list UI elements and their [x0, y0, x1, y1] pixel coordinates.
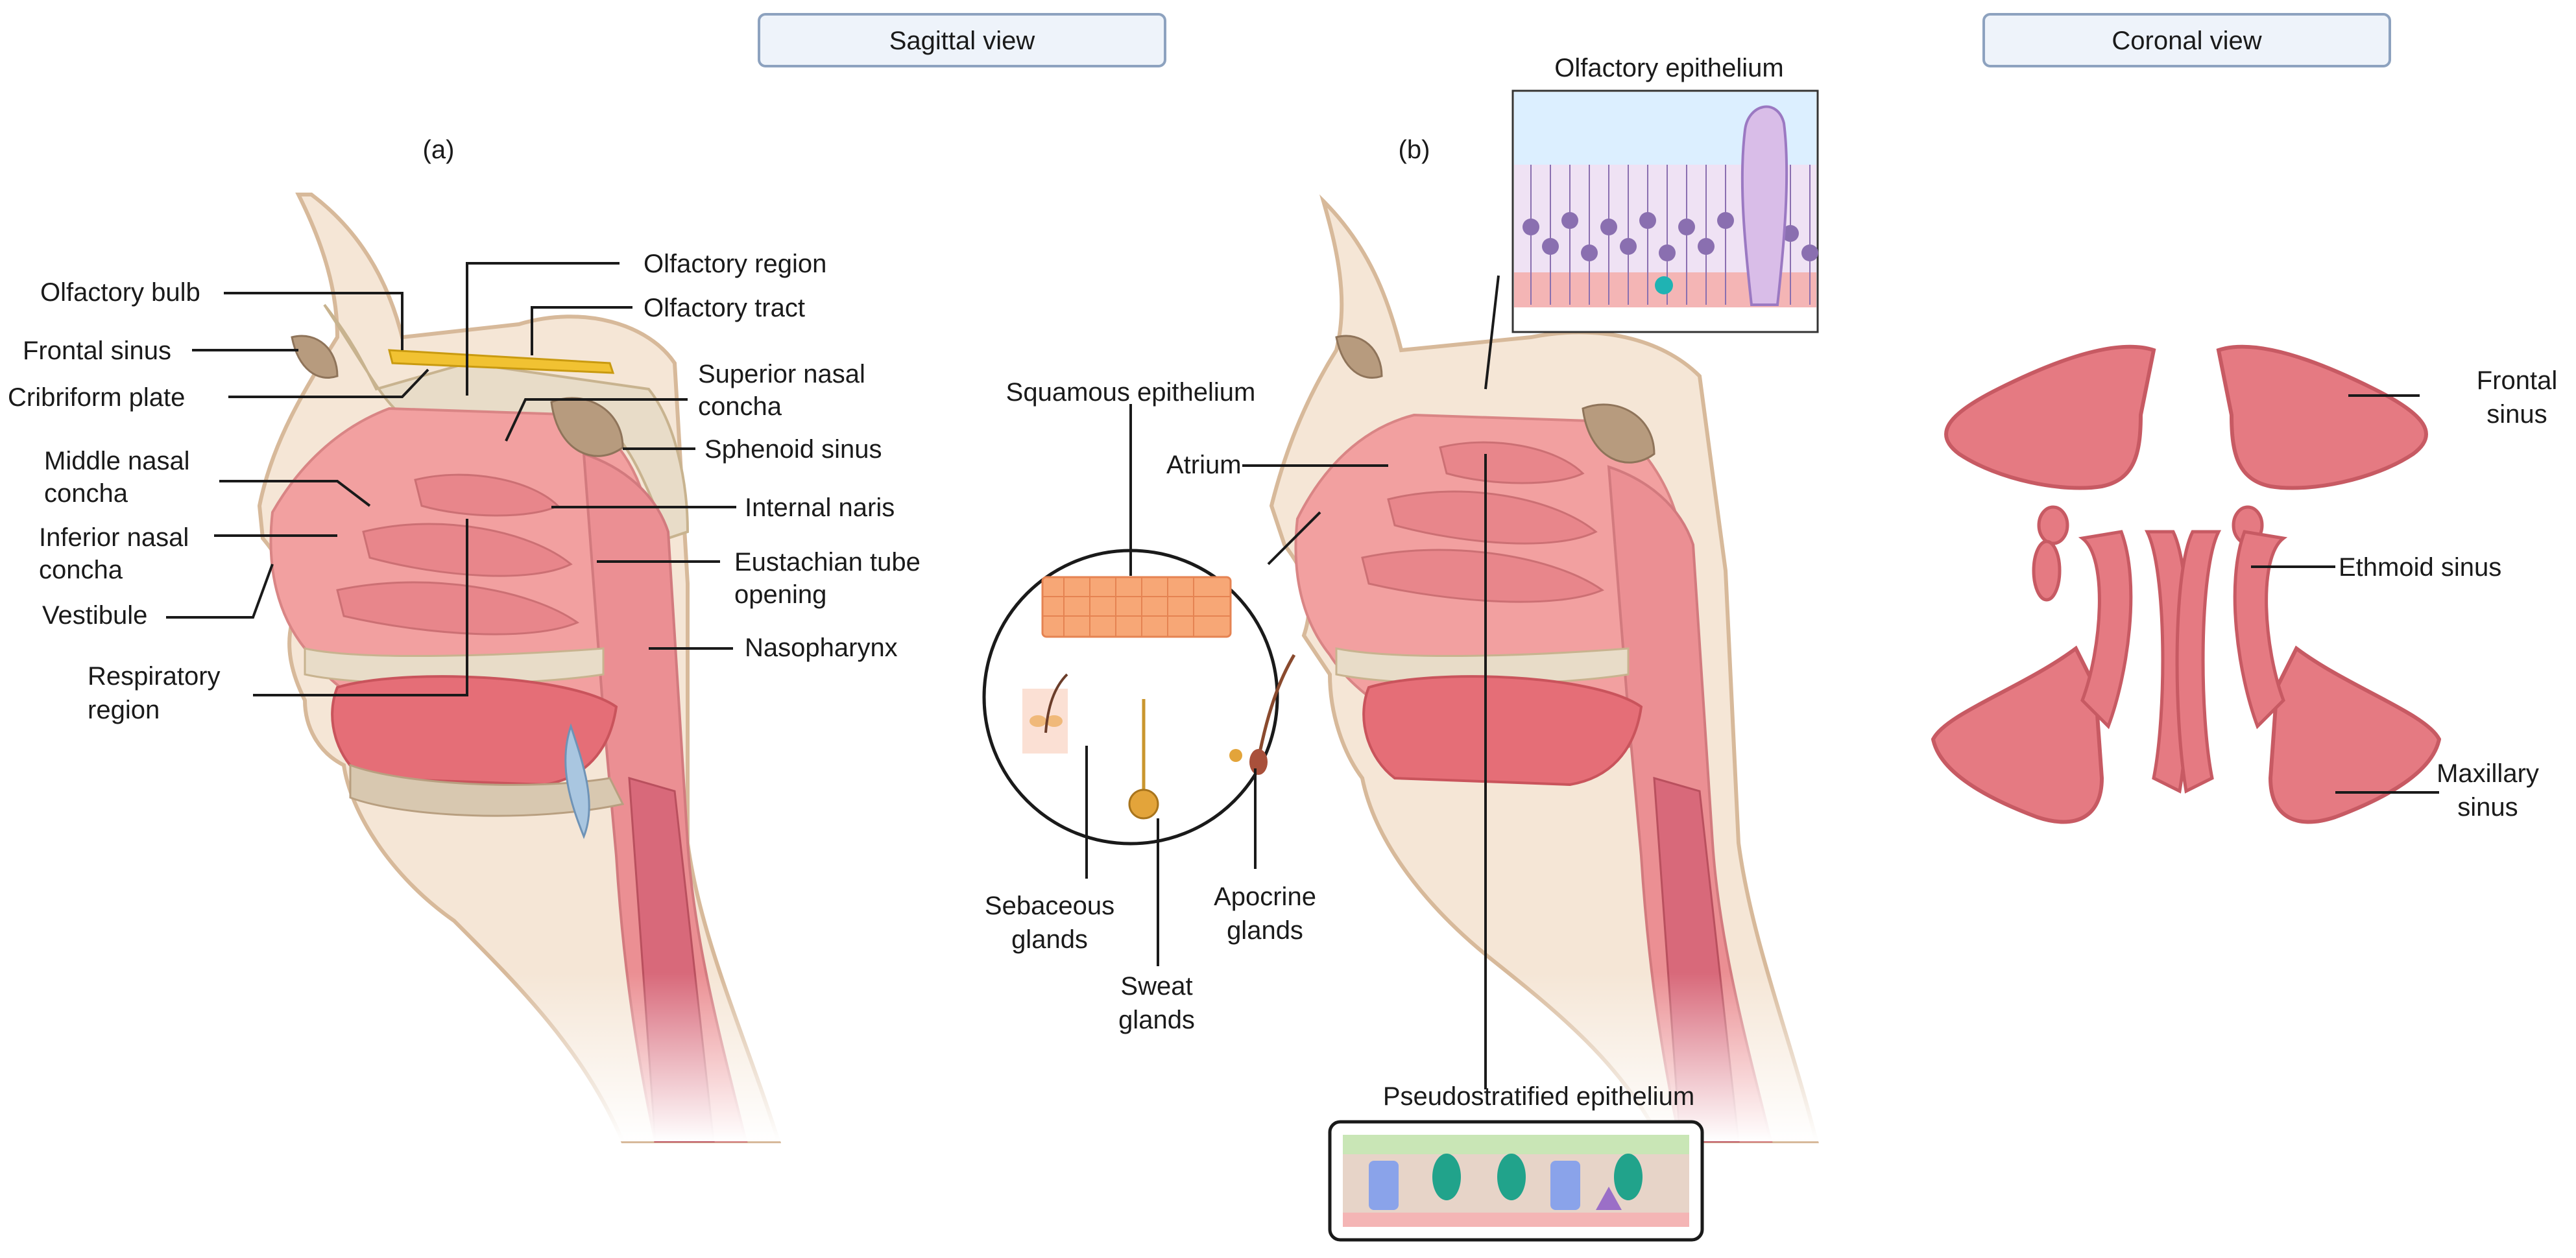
coronal-sinuses [1931, 344, 2442, 824]
label-atrium: Atrium [1166, 451, 1242, 479]
panel-a-label: (a) [423, 136, 455, 164]
frontal-sinus-right [2216, 344, 2428, 490]
label-olfactory-epithelium: Olfactory epithelium [1554, 54, 1783, 82]
labels-b: Squamous epithelium Atrium Sebaceous gla… [985, 378, 1316, 1034]
basal-cell [1655, 276, 1673, 294]
label-respiratory-2: region [88, 696, 160, 724]
sweat-gland-icon [1128, 699, 1159, 820]
basal-cell-b [1596, 1187, 1622, 1210]
sagittal-view-header: Sagittal view [758, 13, 1166, 67]
label-superior-concha-1: Superior nasal [698, 360, 865, 388]
frontal-sinus-b [1335, 335, 1383, 379]
label-frontal-sinus-coronal-2: sinus [2486, 400, 2547, 429]
sagittal-view-title: Sagittal view [889, 27, 1035, 55]
label-maxillary-sinus-2: sinus [2457, 793, 2518, 822]
labels-a: Olfactory bulb Frontal sinus Cribriform … [8, 250, 921, 724]
squamous-inset [982, 549, 1296, 846]
maxillary-sinus-left [1931, 645, 2104, 824]
squamous-cells [1042, 577, 1231, 637]
label-frontal-sinus: Frontal sinus [23, 337, 171, 365]
labels-coronal: Frontal sinus Ethmoid sinus Maxillary si… [2339, 366, 2557, 822]
label-nasopharynx: Nasopharynx [745, 634, 898, 662]
sagittal-head-a [0, 193, 843, 1143]
middle-concha-b [1387, 490, 1598, 545]
label-squamous-epithelium: Squamous epithelium [1006, 378, 1256, 407]
label-eustachian-2: opening [734, 580, 826, 609]
label-apocrine-1: Apocrine [1214, 883, 1316, 911]
inferior-concha-b [1361, 549, 1605, 603]
label-middle-concha-2: concha [44, 479, 128, 508]
frontal-sinus-left [1944, 344, 2156, 490]
label-sebaceous-2: glands [1011, 925, 1088, 954]
label-eustachian-1: Eustachian tube [734, 548, 921, 576]
maxillary-sinus-right [2268, 645, 2442, 824]
olfactory-epithelium-inset: Olfactory epithelium [1511, 54, 1819, 333]
label-ethmoid-sinus: Ethmoid sinus [2339, 553, 2501, 582]
label-olfactory-tract: Olfactory tract [644, 294, 805, 322]
bowman-gland [1740, 105, 1788, 306]
label-sweat-2: glands [1118, 1006, 1195, 1034]
coronal-view-title: Coronal view [2112, 27, 2261, 55]
label-pseudostratified: Pseudostratified epithelium [1383, 1082, 1694, 1111]
label-frontal-sinus-coronal-1: Frontal [2477, 366, 2558, 395]
label-olfactory-region: Olfactory region [644, 250, 826, 278]
label-superior-concha-2: concha [698, 392, 782, 421]
sebaceous-gland-icon [1022, 673, 1068, 754]
inferior-concha [336, 581, 580, 635]
olfactory-bulb-a [388, 349, 615, 374]
ciliated-cell-2 [1550, 1161, 1580, 1210]
panel-b-label: (b) [1399, 136, 1430, 164]
goblet-cell-1 [1432, 1154, 1461, 1200]
fade-bottom-a [0, 973, 843, 1141]
label-cribriform-plate: Cribriform plate [8, 383, 185, 412]
tongue [331, 675, 618, 787]
label-respiratory-1: Respiratory [88, 662, 221, 691]
label-middle-concha-1: Middle nasal [44, 447, 190, 475]
frontal-sinus-a [291, 335, 339, 379]
label-internal-naris: Internal naris [745, 493, 895, 522]
label-inferior-concha-1: Inferior nasal [39, 523, 189, 552]
leaders-coronal [2251, 394, 2439, 794]
epiglottis [564, 723, 590, 840]
sphenoid-sinus-b [1582, 403, 1655, 464]
mandible-bone [349, 763, 625, 817]
label-maxillary-sinus-1: Maxillary [2437, 759, 2539, 788]
olfactory-nuclei [1523, 212, 1818, 261]
squamous-layer [1041, 576, 1232, 638]
label-vestibule: Vestibule [42, 601, 147, 630]
coronal-view-header: Coronal view [1982, 13, 2391, 67]
tongue-b [1362, 675, 1643, 787]
label-sphenoid-sinus: Sphenoid sinus [704, 435, 882, 464]
leaders-a [166, 262, 736, 696]
ethmoid-cells [2032, 505, 2288, 794]
label-apocrine-2: glands [1227, 916, 1303, 945]
fade-bottom-b [1220, 973, 1868, 1141]
label-sebaceous-1: Sebaceous [985, 892, 1114, 920]
pseudostratified-inset: Pseudostratified epithelium [1328, 1082, 1704, 1242]
leaders-b [1085, 275, 1500, 1089]
label-sweat-1: Sweat [1120, 972, 1192, 1001]
ciliated-cell-1 [1369, 1161, 1399, 1210]
goblet-cell-2 [1497, 1154, 1526, 1200]
label-olfactory-bulb: Olfactory bulb [40, 278, 200, 307]
goblet-cell-3 [1614, 1154, 1643, 1200]
label-inferior-concha-2: concha [39, 556, 123, 584]
sagittal-head-b [1220, 194, 1868, 1143]
